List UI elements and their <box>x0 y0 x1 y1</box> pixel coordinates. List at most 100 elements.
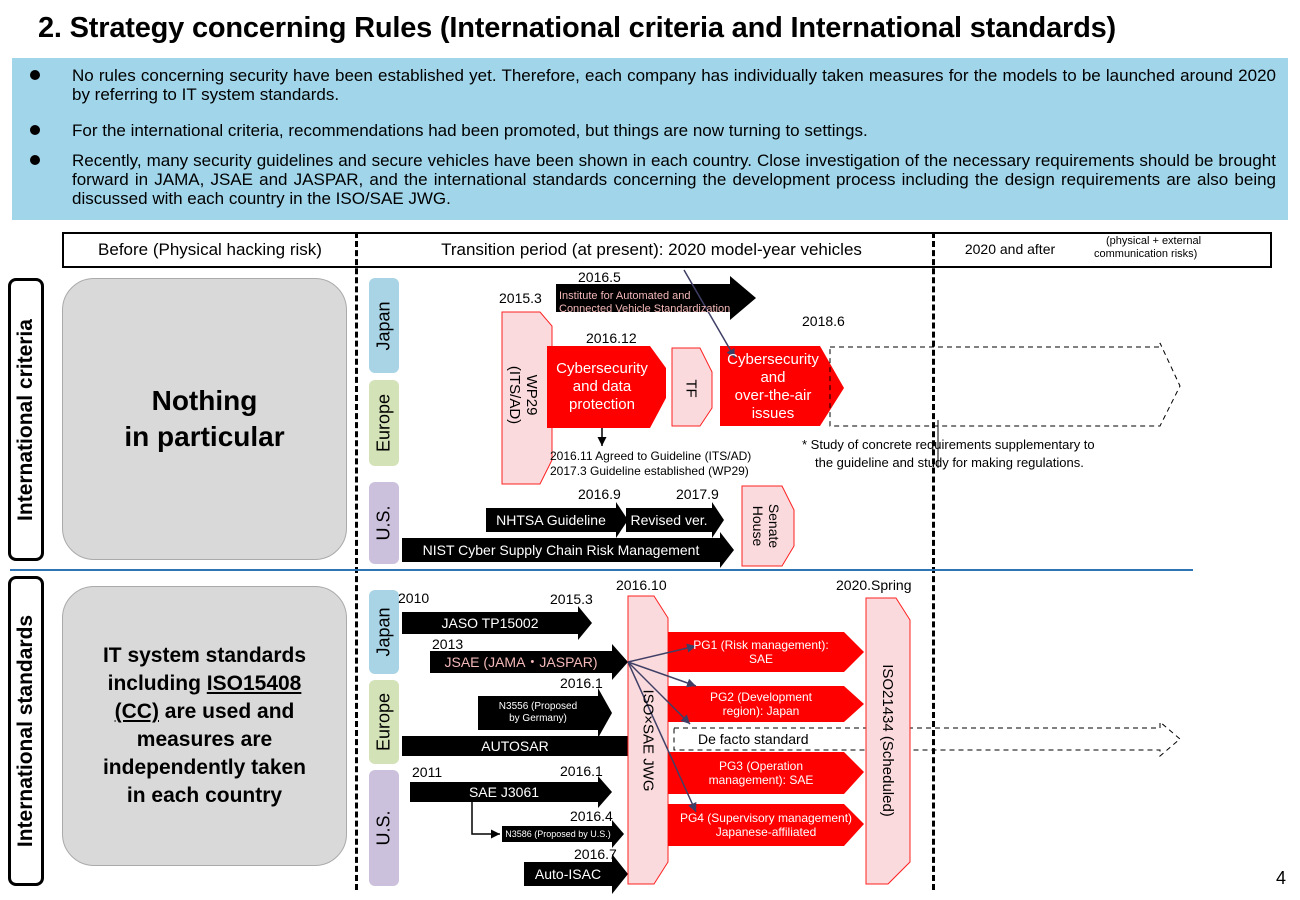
region-us: U.S. <box>369 770 399 886</box>
phase-transition: Transition period (at present): 2020 mod… <box>441 240 862 259</box>
bullet-dot <box>30 125 40 135</box>
date-label: 2015.3 <box>550 591 593 607</box>
region-japan: Japan <box>369 278 399 373</box>
autosar-label: AUTOSAR <box>481 738 549 754</box>
n3556-label: N3556 (Proposed by Germany) <box>498 701 578 724</box>
date-label: 2016.1 <box>560 675 603 691</box>
defacto-label: De facto standard <box>698 731 809 747</box>
date-label: 2016.5 <box>578 269 621 285</box>
nhtsa-arrow <box>486 502 628 538</box>
nhtsa-label: NHTSA Guideline <box>496 512 606 528</box>
sae-j3061-label: SAE J3061 <box>468 784 540 800</box>
date-label: 2011 <box>412 764 443 780</box>
region-japan: Japan <box>369 590 399 674</box>
phase-header: Before (Physical hacking risk) Transitio… <box>62 232 1272 268</box>
senate-house-label: Senate House <box>750 503 782 549</box>
cyber-data-label: Cybersecurity and data protection <box>556 360 648 413</box>
iso21434-arrow <box>865 597 911 885</box>
bullet-dot <box>30 70 40 80</box>
nist-label: NIST Cyber Supply Chain Risk Management <box>422 542 700 558</box>
connector-line <box>471 802 500 839</box>
bullet-item: Recently, many security guidelines and s… <box>26 151 1276 208</box>
revised-arrow <box>626 502 724 538</box>
iacvs-label: Institute for Automated and <box>559 290 691 302</box>
autoisac-arrow <box>524 854 628 894</box>
region-europe: Europe <box>369 680 399 764</box>
connector-line <box>627 643 697 663</box>
connector-line <box>627 661 691 725</box>
it-system-standards-box: IT system standards including ISO15408 (… <box>62 586 347 866</box>
page-number: 4 <box>1275 868 1286 888</box>
bullet-item: For the international criteria, recommen… <box>26 121 1276 140</box>
pg3-label: PG3 (Operation management): SAE <box>708 759 814 787</box>
pg4-label: PG4 (Supervisory management) Japanese-af… <box>679 811 853 839</box>
date-label: 2016.7 <box>574 846 617 862</box>
date-label: 2018.6 <box>802 313 845 329</box>
phase-divider <box>932 232 935 890</box>
jwg-arrow <box>627 595 669 885</box>
date-label: 2015.3 <box>499 290 542 306</box>
wp29-arrow <box>501 311 553 485</box>
date-label: 2020.Spring <box>836 577 912 593</box>
jsae-arrow <box>430 644 628 680</box>
defacto-arrow <box>673 720 1181 758</box>
jsae-label: JSAE (JAMA・JASPAR) <box>444 654 598 670</box>
wp29-label: WP29 (ITS/AD) <box>506 365 540 425</box>
connector-line <box>627 661 697 688</box>
cyber-ota-arrow <box>720 346 844 426</box>
iso21434-label: ISO21434 (Scheduled) <box>878 663 896 817</box>
iso15408-link: ISO15408 <box>206 672 302 695</box>
pg1-label: PG1 (Risk management): SAE <box>693 638 829 666</box>
n3586-arrow <box>502 820 624 848</box>
bullet-item: No rules concerning security have been e… <box>26 66 1276 104</box>
summary-bullets: No rules concerning security have been e… <box>12 58 1288 220</box>
phase-before: Before (Physical hacking risk) <box>98 240 322 259</box>
pg4-arrow <box>668 804 864 846</box>
phase-after: 2020 and after <box>964 241 1056 257</box>
autoisac-label: Auto-ISAC <box>534 866 602 882</box>
date-label: 2016.10 <box>616 577 667 593</box>
study-note: the guideline and study for making regul… <box>815 455 1084 470</box>
region-europe: Europe <box>369 380 399 466</box>
n3556-arrow <box>478 688 612 738</box>
cyber-ota-label: Cybersecurity and over-the-air issues <box>727 351 819 422</box>
iacvs-label: Connected Vehicle Standardization <box>559 303 731 315</box>
study-note: * Study of concrete requirements supplem… <box>802 437 1095 452</box>
section-divider <box>10 569 1193 571</box>
page-title: 2. Strategy concerning Rules (Internatio… <box>38 12 1116 44</box>
pg2-label: PG2 (Development region): Japan <box>709 690 813 718</box>
pg1-arrow <box>668 632 864 672</box>
date-label: 2013 <box>432 636 464 652</box>
date-label: 2016.9 <box>578 486 621 502</box>
section-label-criteria: International criteria <box>8 278 44 561</box>
tf-label: TF <box>682 378 700 398</box>
senate-house-arrow <box>741 485 795 567</box>
autosar-arrow <box>402 736 628 756</box>
phase-after-note: communication risks) <box>1094 248 1198 260</box>
connector-line <box>683 269 736 359</box>
date-label: 2017.9 <box>676 486 719 502</box>
phase-divider <box>355 232 358 890</box>
date-label: 2016.12 <box>586 330 637 346</box>
bullet-dot <box>30 155 40 165</box>
pg3-arrow <box>668 752 864 794</box>
jaso-arrow <box>402 606 592 640</box>
region-us: U.S. <box>369 482 399 564</box>
jwg-label: ISO×SAE JWG <box>639 688 657 792</box>
future-criteria-arrow <box>829 342 1181 427</box>
cyber-data-arrow <box>547 346 666 428</box>
sae-j3061-arrow <box>410 776 612 808</box>
date-label: 2010 <box>398 590 430 606</box>
connector-line <box>627 661 697 813</box>
nist-arrow <box>402 532 734 568</box>
tf-arrow <box>671 347 713 427</box>
milestone-note: 2017.3 Guideline established (WP29) <box>550 464 749 478</box>
phase-after-note: (physical + external <box>1106 235 1202 247</box>
section-label-standards: International standards <box>8 576 44 886</box>
milestone-note: 2016.11 Agreed to Guideline (ITS/AD) <box>550 449 752 463</box>
jaso-label: JASO TP15002 <box>441 615 539 631</box>
date-label: 2016.4 <box>570 808 613 824</box>
pg2-arrow <box>668 686 864 722</box>
date-label: 2016.1 <box>560 763 603 779</box>
